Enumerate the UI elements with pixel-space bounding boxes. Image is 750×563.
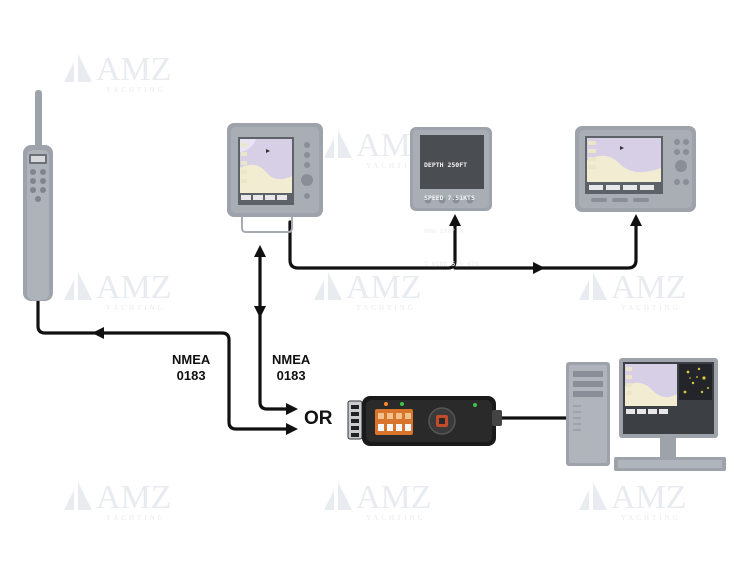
gateway-led-orange [384, 402, 388, 406]
nmea-label-right-line2: 0183 [276, 368, 306, 383]
watermark-subtext: YACHTING [621, 304, 681, 312]
watermark-subtext: YACHTING [106, 514, 166, 522]
wiring [36, 220, 638, 431]
wire-handheld [36, 298, 292, 431]
wire-mfd-bidirectional [258, 248, 292, 411]
watermark-subtext: YACHTING [366, 162, 426, 170]
instrument-line-speed: SPEED 7.51KTS [424, 194, 475, 202]
nmea-label-right: NMEA 0183 [272, 352, 310, 384]
watermark-subtext: YACHTING [621, 514, 681, 522]
nmea-label-right-line1: NMEA [272, 352, 311, 367]
nmea-label-left: NMEA 0183 [172, 352, 210, 384]
instrument-line-wind: T WIND 5.0 KTS [424, 260, 479, 268]
watermark-subtext: YACHTING [106, 304, 166, 312]
gateway-led-green [400, 402, 404, 406]
arrow-right-bus [533, 262, 545, 274]
arrow-right-or-bottom [286, 423, 298, 435]
watermark-text: AMZ [346, 269, 422, 306]
mfd-right [575, 126, 696, 212]
arrow-up-mfd [254, 245, 266, 257]
mfd-left [227, 123, 323, 217]
arrow-up-instrument [449, 214, 461, 226]
nmea-gateway [347, 396, 502, 446]
gateway-terminal-block [375, 409, 413, 435]
nmea-label-left-line1: NMEA [172, 352, 211, 367]
mfd-mount-bracket [241, 216, 293, 233]
instrument-line-depth: DEPTH 250FT [424, 161, 468, 169]
watermark-subtext: YACHTING [106, 86, 166, 94]
instrument-line-heading: HDG 280° M [424, 227, 464, 235]
instrument-readout: DEPTH 250FT SPEED 7.51KTS HDG 280° M T W… [424, 138, 479, 281]
instrument-display [410, 127, 492, 211]
watermark-text: AMZ [96, 51, 172, 88]
nmea-label-left-line2: 0183 [176, 368, 206, 383]
instrument-screen [420, 135, 484, 189]
pc-radar-panel [679, 364, 712, 400]
arrowheads [92, 214, 642, 435]
arrow-up-mfd-right [630, 214, 642, 226]
watermark-subtext: YACHTING [356, 304, 416, 312]
watermark-text: AMZ [96, 269, 172, 306]
arrow-left [92, 327, 104, 339]
watermark-text: AMZ [611, 479, 687, 516]
watermark-text: AMZ [96, 479, 172, 516]
watermark-text: AMZ [356, 479, 432, 516]
watermark-subtext: YACHTING [366, 514, 426, 522]
radio-keypad [30, 169, 46, 202]
radio-antenna [35, 90, 42, 152]
arrow-right-or-top [286, 403, 298, 415]
handheld-radio [23, 90, 53, 301]
watermark-text: AMZ [611, 269, 687, 306]
arrow-down-mfd [254, 306, 266, 318]
or-label: OR [304, 408, 333, 429]
pc-monitor-stand [660, 438, 676, 458]
desktop-pc [566, 358, 726, 471]
wire-bus [288, 220, 638, 270]
